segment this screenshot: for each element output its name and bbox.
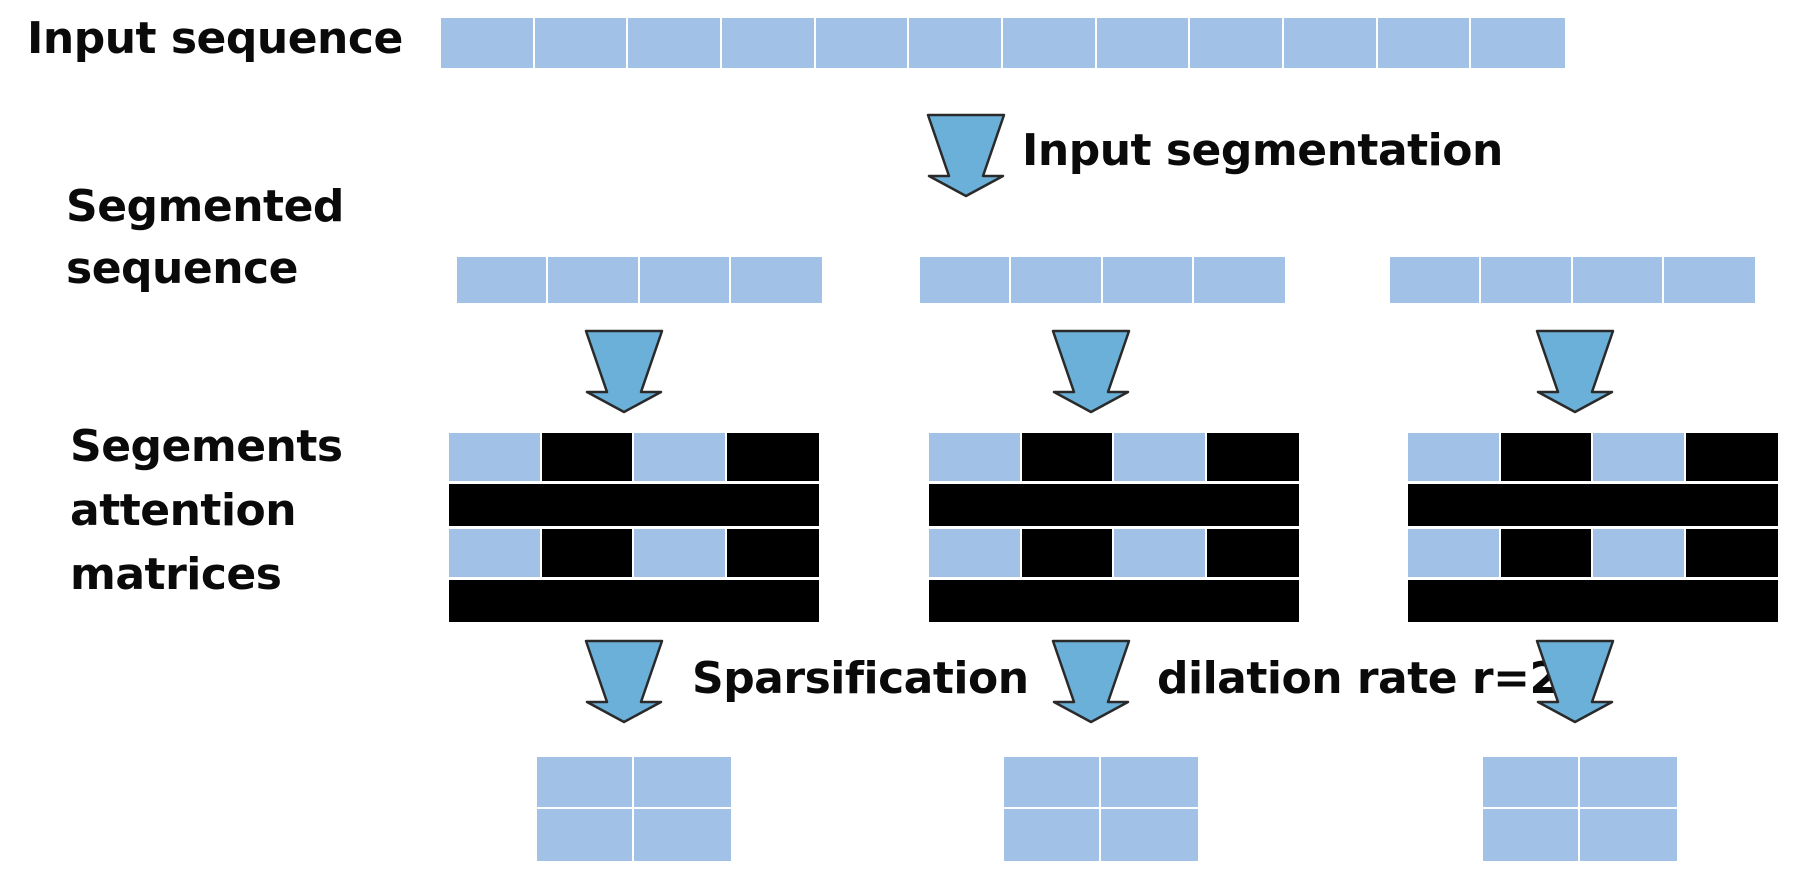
- sparse-cell: [1004, 809, 1101, 861]
- input-token: [1096, 18, 1191, 68]
- sparse-cell: [1101, 757, 1198, 809]
- segment-token: [730, 257, 822, 303]
- sparse-cell: [634, 757, 731, 809]
- segment-token: [1193, 257, 1285, 303]
- attention-masked-row: [1408, 580, 1778, 622]
- attention-arrow-icon: [584, 329, 664, 414]
- input-sequence-label: Input sequence: [27, 13, 403, 64]
- sparse-cell: [537, 809, 634, 861]
- attention-matrices-label-line2: attention: [70, 485, 297, 536]
- attention-masked-row: [1408, 484, 1778, 526]
- sparsification-label: Sparsification: [692, 653, 1029, 704]
- input-token: [909, 18, 1003, 68]
- attention-masked-cell: [1500, 433, 1593, 481]
- input-token: [628, 18, 722, 68]
- input-token: [1377, 18, 1472, 68]
- segment-token: [1481, 257, 1573, 303]
- sparse-cell: [1101, 809, 1198, 861]
- attention-masked-cell: [541, 433, 634, 481]
- attention-masked-cell: [1206, 529, 1299, 577]
- segment-token: [920, 257, 1012, 303]
- attention-masked-cell: [1021, 529, 1114, 577]
- segment-token: [1572, 257, 1664, 303]
- input-token: [534, 18, 629, 68]
- input-token: [1471, 18, 1565, 68]
- sparse-cell: [1004, 757, 1101, 809]
- sparse-cell: [1483, 809, 1580, 861]
- segmented-sequence-label-line2: sequence: [66, 243, 298, 294]
- attention-cell: [1114, 433, 1207, 481]
- segment-token: [548, 257, 640, 303]
- attention-cell: [449, 529, 542, 577]
- sparse-cell: [634, 809, 731, 861]
- attention-masked-row: [449, 580, 819, 622]
- segment-token: [457, 257, 549, 303]
- attention-cell: [1408, 433, 1501, 481]
- attention-masked-row: [929, 580, 1299, 622]
- input-token: [1284, 18, 1378, 68]
- segment-token: [1390, 257, 1482, 303]
- sparse-cell: [1580, 757, 1677, 809]
- attention-masked-row: [929, 484, 1299, 526]
- attention-masked-row: [449, 484, 819, 526]
- attention-matrices-label-line3: matrices: [70, 549, 282, 600]
- attention-masked-cell: [1685, 433, 1778, 481]
- input-token: [815, 18, 910, 68]
- attention-cell: [449, 433, 542, 481]
- attention-cell: [929, 433, 1022, 481]
- attention-cell: [1593, 433, 1686, 481]
- attention-masked-cell: [1685, 529, 1778, 577]
- sparsification-arrow-icon: [584, 639, 664, 724]
- sparse-cell: [1580, 809, 1677, 861]
- attention-arrow-icon: [1535, 329, 1615, 414]
- input-token: [441, 18, 535, 68]
- attention-masked-cell: [726, 529, 819, 577]
- attention-cell: [1114, 529, 1207, 577]
- attention-cell: [634, 433, 727, 481]
- attention-masked-cell: [726, 433, 819, 481]
- segment-token: [1011, 257, 1103, 303]
- input-token: [1003, 18, 1097, 68]
- segmented-sequence-label-line1: Segmented: [66, 181, 344, 232]
- attention-cell: [929, 529, 1022, 577]
- segment-token: [639, 257, 731, 303]
- attention-cell: [1408, 529, 1501, 577]
- attention-matrices-label-line1: Segements: [70, 421, 343, 472]
- sparsification-arrow-icon: [1535, 639, 1615, 724]
- attention-cell: [1593, 529, 1686, 577]
- attention-cell: [634, 529, 727, 577]
- sparse-cell: [537, 757, 634, 809]
- sparse-cell: [1483, 757, 1580, 809]
- input-token: [722, 18, 816, 68]
- attention-masked-cell: [1206, 433, 1299, 481]
- segment-token: [1102, 257, 1194, 303]
- attention-masked-cell: [1021, 433, 1114, 481]
- dilation-rate-label: dilation rate r=2: [1157, 653, 1560, 704]
- attention-masked-cell: [1500, 529, 1593, 577]
- segment-token: [1663, 257, 1755, 303]
- sparsification-arrow-icon: [1051, 639, 1131, 724]
- input-segmentation-label: Input segmentation: [1022, 125, 1503, 176]
- attention-arrow-icon: [1051, 329, 1131, 414]
- attention-masked-cell: [541, 529, 634, 577]
- input-token: [1190, 18, 1284, 68]
- segmentation-arrow-icon: [926, 113, 1006, 198]
